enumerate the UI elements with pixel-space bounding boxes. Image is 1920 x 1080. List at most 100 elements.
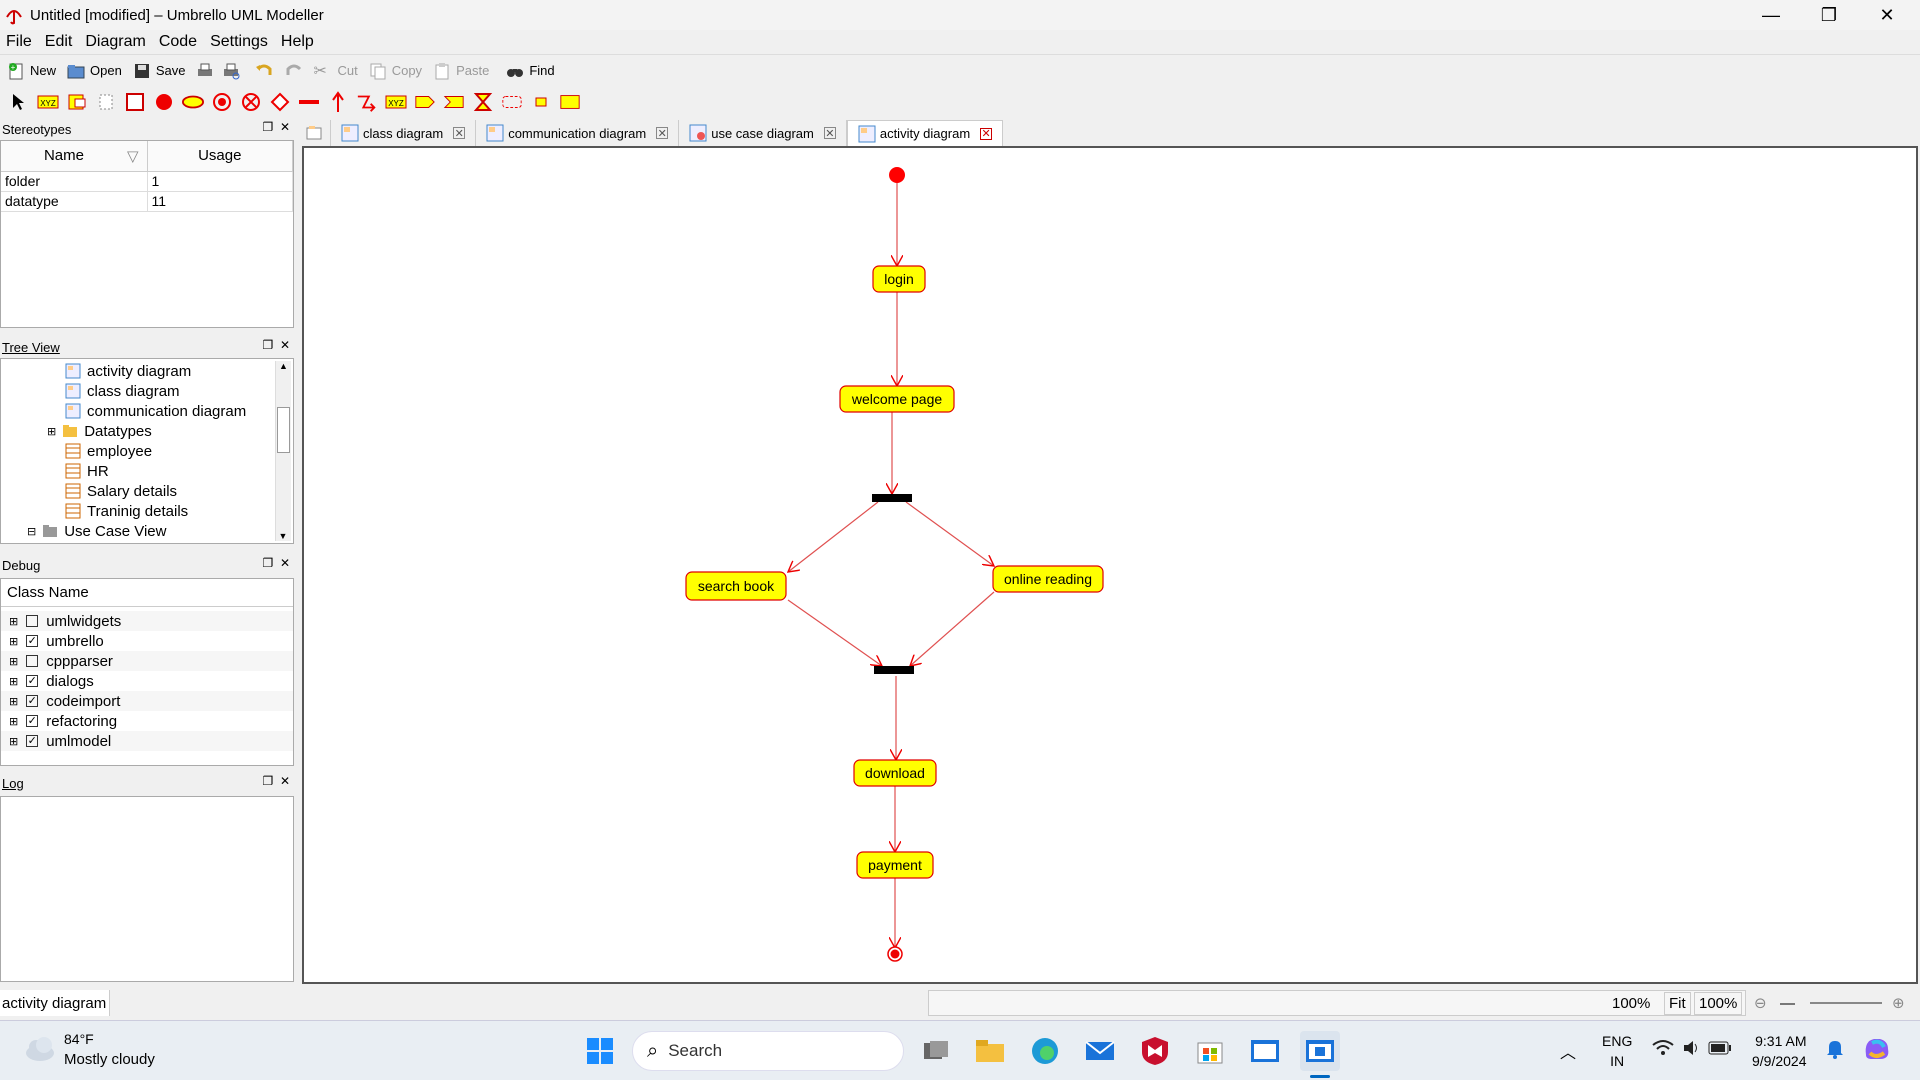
object-flow-tool[interactable] xyxy=(356,91,378,113)
accept-signal-tool[interactable] xyxy=(443,91,465,113)
copilot-icon[interactable] xyxy=(1862,1035,1892,1067)
activity-online-reading[interactable]: online reading xyxy=(992,565,1104,593)
tree-item-communication-diagram[interactable]: communication diagram xyxy=(65,401,246,421)
debug-item-umbrello[interactable]: ⊞✓umbrello xyxy=(9,632,104,650)
note-tool[interactable] xyxy=(66,91,88,113)
tree-item-use-case-view[interactable]: ⊟Use Case View xyxy=(27,522,167,540)
expand-plus-icon[interactable]: ⊞ xyxy=(9,675,19,688)
initial-node[interactable] xyxy=(889,167,905,183)
expand-plus-icon[interactable]: ⊞ xyxy=(9,695,19,708)
tab-close-icon[interactable]: ✕ xyxy=(453,127,466,140)
window-app-icon[interactable] xyxy=(1245,1031,1285,1071)
checkbox[interactable]: ✓ xyxy=(26,735,39,747)
fork-tool[interactable] xyxy=(298,91,320,113)
branch-tool[interactable] xyxy=(269,91,291,113)
windows-start-icon[interactable] xyxy=(580,1031,620,1071)
anchor-tool[interactable] xyxy=(95,91,117,113)
maximize-button[interactable]: ❐ xyxy=(1820,4,1838,25)
zoom-out-icon[interactable]: ⊖ xyxy=(1754,995,1767,1012)
panel-close-icon[interactable]: ✕ xyxy=(279,338,290,352)
debug-item-umlmodel[interactable]: ⊞✓umlmodel xyxy=(1,731,293,751)
checkbox[interactable]: ✓ xyxy=(26,715,39,727)
mail-icon[interactable] xyxy=(1080,1031,1120,1071)
checkbox[interactable]: ✓ xyxy=(26,695,39,707)
pin-tool[interactable] xyxy=(530,91,552,113)
scroll-down-arrow-icon[interactable]: ▼ xyxy=(278,531,288,541)
checkbox[interactable]: ✓ xyxy=(26,675,39,687)
save-button[interactable]: Save xyxy=(132,61,185,81)
collapse-minus-icon[interactable]: ⊟ xyxy=(27,525,37,538)
expand-plus-icon[interactable]: ⊞ xyxy=(9,655,19,668)
diagram-canvas[interactable]: login welcome page search book online re… xyxy=(302,146,1918,984)
transition[interactable] xyxy=(905,501,994,566)
text-xyz-tool[interactable]: XYZ xyxy=(37,91,59,113)
checkbox[interactable] xyxy=(26,655,39,667)
redo-icon[interactable] xyxy=(283,61,305,81)
expand-plus-icon[interactable]: ⊞ xyxy=(9,715,19,728)
paste-button[interactable]: Paste xyxy=(432,61,489,81)
notification-bell-icon[interactable] xyxy=(1826,1039,1844,1063)
close-button[interactable]: ✕ xyxy=(1879,4,1895,25)
menu-code[interactable]: Code xyxy=(158,33,198,50)
tab-communication-diagram[interactable]: communication diagram✕ xyxy=(476,120,680,146)
final-node[interactable] xyxy=(887,946,903,962)
zoom-in-icon[interactable]: ⊕ xyxy=(1892,995,1905,1012)
wifi-icon[interactable] xyxy=(1652,1039,1674,1062)
tree-item-training-details[interactable]: Traninig details xyxy=(65,501,188,521)
task-view-icon[interactable] xyxy=(916,1031,956,1071)
activity-welcome-page[interactable]: welcome page xyxy=(839,385,955,413)
edge-browser-icon[interactable] xyxy=(1025,1031,1065,1071)
transition[interactable] xyxy=(910,591,995,666)
menu-file[interactable]: File xyxy=(6,33,32,50)
tree-scrollbar[interactable]: ▲ ▼ xyxy=(275,361,291,541)
activity-login[interactable]: login xyxy=(872,265,926,293)
zoom-minus-button[interactable]: — xyxy=(1780,994,1795,1012)
zoom-reset-button[interactable]: 100% xyxy=(1694,991,1743,1015)
end-activity-tool[interactable] xyxy=(211,91,233,113)
tree-item-employee[interactable]: employee xyxy=(65,441,152,461)
expand-plus-icon[interactable]: ⊞ xyxy=(9,735,19,748)
tree-item-activity-diagram[interactable]: activity diagram xyxy=(65,361,191,381)
scroll-thumb[interactable] xyxy=(277,407,290,453)
hourglass-tool[interactable] xyxy=(472,91,494,113)
float-icon[interactable]: ❐ xyxy=(262,556,274,570)
debug-item-codeimport[interactable]: ⊞✓codeimport xyxy=(1,691,293,711)
minimize-button[interactable]: — xyxy=(1762,4,1780,25)
volume-icon[interactable] xyxy=(1682,1039,1700,1061)
tab-close-icon[interactable]: ✕ xyxy=(823,127,836,140)
panel-close-icon[interactable]: ✕ xyxy=(279,774,290,788)
transition[interactable] xyxy=(787,599,882,666)
float-icon[interactable]: ❐ xyxy=(262,120,274,134)
activity-search-book[interactable]: search book xyxy=(685,571,787,601)
fit-button[interactable]: Fit xyxy=(1664,991,1691,1015)
print-preview-icon[interactable] xyxy=(221,61,241,81)
expand-plus-icon[interactable]: ⊞ xyxy=(9,615,19,628)
menu-help[interactable]: Help xyxy=(280,33,314,50)
select-arrow-tool[interactable] xyxy=(8,91,30,113)
tree-item-hr[interactable]: HR xyxy=(65,461,109,481)
activity-download[interactable]: download xyxy=(853,759,937,787)
send-signal-tool[interactable] xyxy=(414,91,436,113)
umbrello-taskbar-icon[interactable] xyxy=(1300,1031,1340,1071)
open-button[interactable]: Open xyxy=(66,61,122,81)
find-button[interactable]: Find xyxy=(505,61,555,81)
mcafee-icon[interactable] xyxy=(1135,1031,1175,1071)
transition[interactable] xyxy=(788,501,879,572)
show-hidden-icons-chevron-icon[interactable]: ︿ xyxy=(1560,1045,1577,1062)
fork-bar[interactable] xyxy=(872,494,912,502)
panel-close-icon[interactable]: ✕ xyxy=(279,120,290,134)
print-icon[interactable] xyxy=(195,61,215,81)
float-icon[interactable]: ❐ xyxy=(262,774,274,788)
debug-item-refactoring[interactable]: ⊞✓refactoring xyxy=(9,712,118,730)
debug-column-header[interactable]: Class Name xyxy=(1,579,293,607)
tree-item-datatypes[interactable]: ⊞Datatypes xyxy=(47,422,152,440)
undo-icon[interactable] xyxy=(253,61,275,81)
join-bar[interactable] xyxy=(874,666,914,674)
float-icon[interactable]: ❐ xyxy=(262,338,274,352)
microsoft-store-icon[interactable] xyxy=(1190,1031,1230,1071)
tab-close-icon[interactable]: ✕ xyxy=(656,127,669,140)
checkbox[interactable] xyxy=(26,615,39,627)
battery-icon[interactable] xyxy=(1708,1041,1732,1059)
